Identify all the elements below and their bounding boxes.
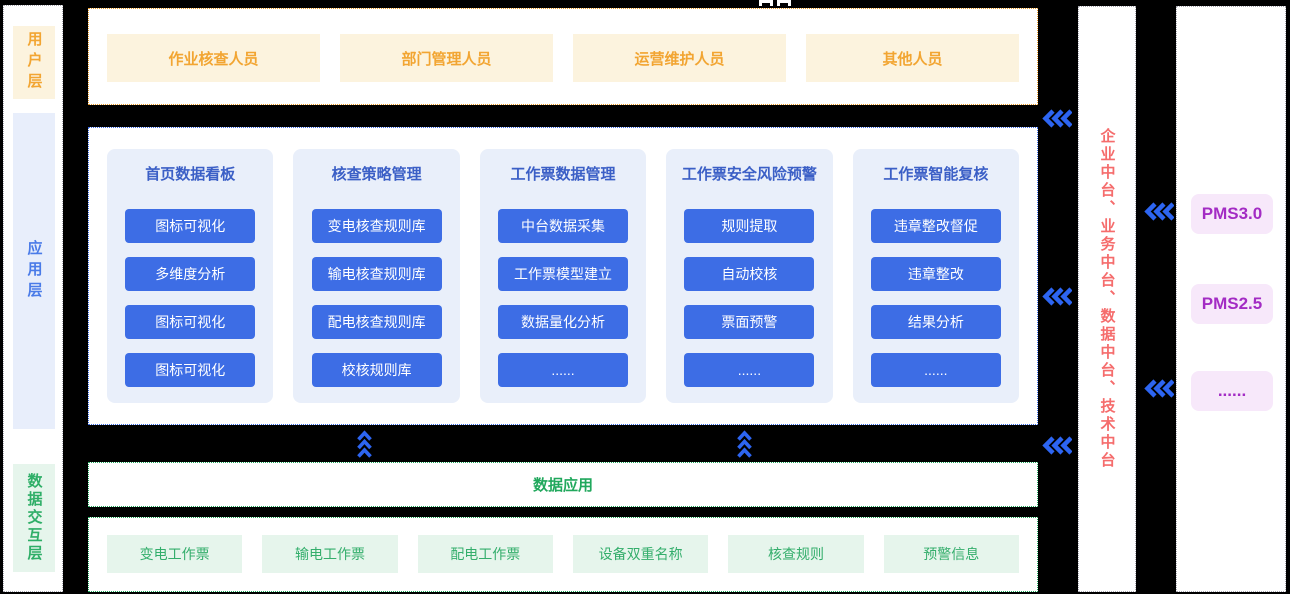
module-title: 核查策略管理 bbox=[331, 166, 422, 183]
data-application-title: 数据应用 bbox=[532, 477, 593, 494]
source-label: 设备双重名称 bbox=[598, 546, 683, 562]
module-item: 校核规则库 bbox=[311, 353, 442, 387]
module-item: 图标可视化 bbox=[125, 209, 256, 243]
module-item: 工作票模型建立 bbox=[498, 257, 629, 291]
role-box-operation-checker: 作业核查人员 bbox=[107, 34, 320, 82]
sidebar-item-application-layer: 应用层 bbox=[13, 113, 55, 429]
module-ticket-smart-review: 工作票智能复核 违章整改督促 违章整改 结果分析 ...... bbox=[852, 149, 1020, 403]
module-item: 配电核查规则库 bbox=[311, 305, 442, 339]
module-check-strategy: 核查策略管理 变电核查规则库 输电核查规则库 配电核查规则库 校核规则库 bbox=[293, 149, 460, 403]
role-box-department-manager: 部门管理人员 bbox=[340, 34, 553, 82]
module-title: 工作票数据管理 bbox=[510, 166, 616, 183]
source-label: 配电工作票 bbox=[450, 546, 521, 562]
external-system-pms25: PMS2.5 bbox=[1191, 284, 1273, 324]
source-box-substation-ticket: 变电工作票 bbox=[107, 535, 243, 573]
module-item: 中台数据采集 bbox=[498, 209, 629, 243]
application-modules-panel: 首页数据看板 图标可视化 多维度分析 图标可视化 图标可视化 核查策略管理 变电… bbox=[88, 127, 1038, 425]
chevrons-up-icon bbox=[356, 430, 373, 459]
module-item: 图标可视化 bbox=[125, 305, 256, 339]
source-label: 预警信息 bbox=[923, 546, 980, 562]
data-sources-panel: 变电工作票 输电工作票 配电工作票 设备双重名称 核查规则 预警信息 bbox=[88, 517, 1038, 592]
chevrons-left-icon bbox=[1042, 108, 1073, 129]
module-title: 工作票安全风险预警 bbox=[681, 166, 817, 183]
external-system-pms30: PMS3.0 bbox=[1191, 194, 1273, 234]
module-item: 输电核查规则库 bbox=[311, 257, 442, 291]
role-box-operation-maintainer: 运营维护人员 bbox=[573, 34, 786, 82]
module-item: 违章整改督促 bbox=[870, 209, 1001, 243]
chevrons-up-icon bbox=[736, 430, 753, 459]
data-application-bar: 数据应用 bbox=[88, 462, 1038, 507]
module-item: 数据量化分析 bbox=[498, 305, 629, 339]
module-title: 工作票智能复核 bbox=[883, 166, 989, 183]
source-box-distribution-ticket: 配电工作票 bbox=[417, 535, 553, 573]
module-item: 规则提取 bbox=[684, 209, 815, 243]
source-box-warning-info: 预警信息 bbox=[883, 535, 1019, 573]
module-item: 票面预警 bbox=[684, 305, 815, 339]
sidebar-item-data-interaction-layer: 数据交互层 bbox=[13, 464, 55, 572]
role-label: 作业核查人员 bbox=[168, 50, 259, 68]
external-systems-panel: PMS3.0 PMS2.5 ...... bbox=[1176, 6, 1286, 592]
module-item: 变电核查规则库 bbox=[311, 209, 442, 243]
application-layer-label: 应用层 bbox=[25, 239, 43, 303]
user-layer-label: 用户层 bbox=[25, 31, 43, 94]
chevrons-left-icon bbox=[1042, 286, 1073, 307]
layer-sidebar: 用户层 应用层 数据交互层 bbox=[3, 5, 63, 592]
chevrons-left-icon bbox=[1144, 201, 1175, 222]
role-label: 运营维护人员 bbox=[634, 50, 725, 68]
module-item: ...... bbox=[498, 353, 629, 387]
module-item: 结果分析 bbox=[870, 305, 1001, 339]
module-title: 首页数据看板 bbox=[145, 166, 236, 183]
source-label: 核查规则 bbox=[767, 546, 824, 562]
module-item: ...... bbox=[684, 353, 815, 387]
chevrons-left-icon bbox=[1144, 378, 1175, 399]
module-item: 图标可视化 bbox=[125, 353, 256, 387]
clipped-glyph bbox=[777, 0, 791, 6]
chevrons-left-icon bbox=[1042, 435, 1073, 456]
user-roles-panel: 作业核查人员 部门管理人员 运营维护人员 其他人员 bbox=[88, 8, 1038, 105]
module-home-dashboard: 首页数据看板 图标可视化 多维度分析 图标可视化 图标可视化 bbox=[107, 149, 274, 403]
source-box-check-rules: 核查规则 bbox=[728, 535, 864, 573]
module-ticket-risk-warning: 工作票安全风险预警 规则提取 自动校核 票面预警 ...... bbox=[666, 149, 833, 403]
middle-platform-label: 企业中台、业务中台、数据中台、技术中台 bbox=[1098, 128, 1116, 470]
module-ticket-data-management: 工作票数据管理 中台数据采集 工作票模型建立 数据量化分析 ...... bbox=[479, 149, 647, 403]
external-system-others: ...... bbox=[1191, 371, 1273, 411]
module-item: 自动校核 bbox=[684, 257, 815, 291]
clipped-glyph bbox=[759, 0, 773, 6]
middle-platform-column: 企业中台、业务中台、数据中台、技术中台 bbox=[1078, 6, 1136, 592]
source-box-transmission-ticket: 输电工作票 bbox=[262, 535, 398, 573]
role-label: 部门管理人员 bbox=[401, 50, 492, 68]
module-item: ...... bbox=[870, 353, 1001, 387]
source-label: 变电工作票 bbox=[139, 546, 210, 562]
module-item: 多维度分析 bbox=[125, 257, 256, 291]
data-interaction-layer-label: 数据交互层 bbox=[25, 473, 43, 563]
role-label: 其他人员 bbox=[882, 50, 943, 68]
source-box-device-double-name: 设备双重名称 bbox=[572, 535, 709, 573]
sidebar-item-user-layer: 用户层 bbox=[13, 26, 55, 99]
source-label: 输电工作票 bbox=[294, 546, 365, 562]
module-item: 违章整改 bbox=[870, 257, 1001, 291]
role-box-other-personnel: 其他人员 bbox=[806, 34, 1019, 82]
